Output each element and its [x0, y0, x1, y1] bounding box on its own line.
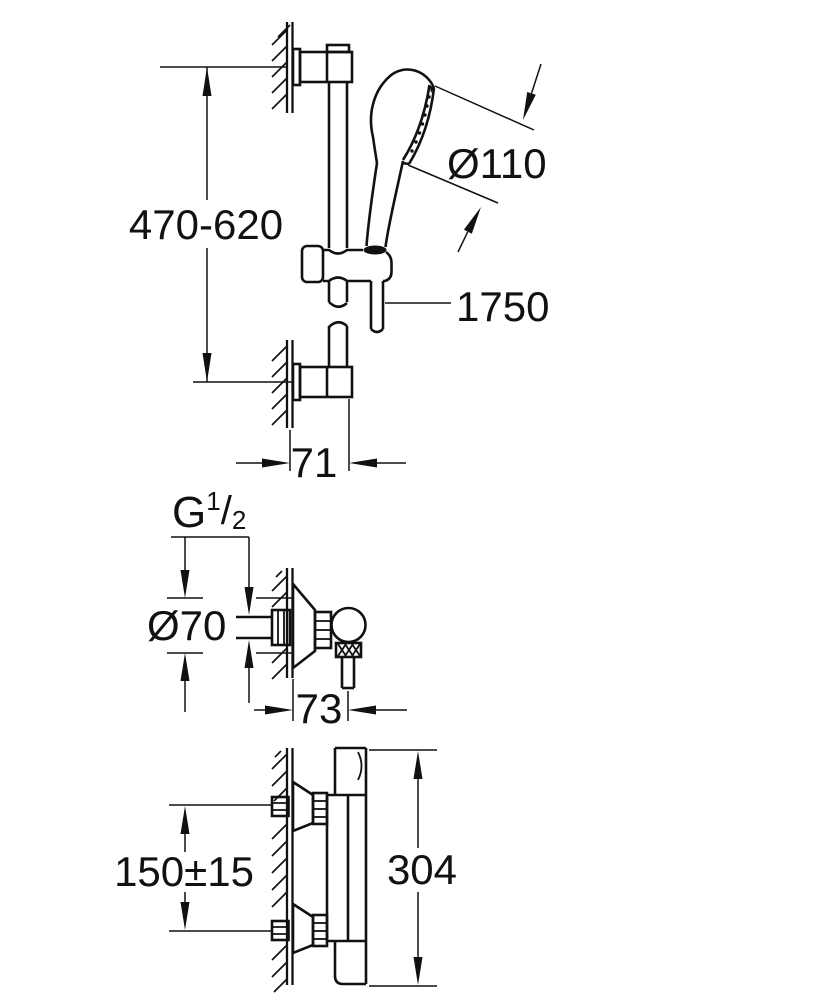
union-knurled-nut [334, 641, 363, 659]
dimension-mixer-height: 304 [369, 749, 457, 987]
union-ball-joint [330, 606, 367, 644]
dimension-inlet-spacing: 150±15 [114, 804, 271, 932]
wall-hatching-middle [271, 570, 288, 680]
dim-label-union-wall-offset: 73 [296, 685, 343, 732]
wall-section-bottom [271, 748, 294, 993]
union-ridged-collar [313, 610, 333, 650]
dimension-hose-length: 1750 [385, 283, 549, 330]
dim-label-escutcheon-diameter: Ø70 [147, 602, 226, 649]
dimension-union-wall-offset: 73 [254, 679, 407, 732]
union-hose-nipple [340, 657, 356, 690]
inlet-union-bottom [270, 901, 329, 955]
wall-hatching-top [271, 24, 291, 110]
shower-rail-bar [327, 82, 349, 367]
dimension-escutcheon-diameter: Ø70 [147, 537, 293, 712]
mixer-body [325, 746, 368, 986]
dim-label-rail-wall-offset: 71 [291, 439, 338, 486]
rail-bracket-bottom [291, 362, 354, 402]
dim-label-head-diameter: Ø110 [447, 140, 547, 187]
inlet-union-top [270, 779, 329, 833]
wall-section-rail-bottom [271, 340, 294, 428]
dim-label-inlet-spacing: 150±15 [114, 848, 254, 895]
handle-end-cap [363, 245, 387, 255]
hand-shower [363, 68, 436, 255]
dimension-rail-height: 470-620 [129, 66, 292, 383]
wall-hatching-rail-bottom [271, 345, 288, 426]
rail-bracket-top [291, 43, 354, 87]
dim-label-mixer-height: 304 [387, 846, 457, 893]
dimension-head-diameter: Ø110 [407, 63, 547, 253]
union-escutcheon-cone [291, 580, 317, 671]
rail-holder [300, 244, 393, 284]
dim-label-thread-size: G1/2 [172, 486, 246, 537]
dimension-thread-size: G1/2 [171, 486, 254, 703]
spray-nozzle-dots [410, 95, 431, 153]
view-wall-union [236, 568, 367, 690]
shower-hose [369, 281, 385, 334]
wall-hatching-bottom [271, 750, 288, 993]
view-shower-rail [271, 22, 436, 428]
dim-label-rail-height: 470-620 [129, 201, 283, 248]
concealed-pipe-connection [236, 608, 292, 647]
dim-label-hose-length: 1750 [456, 283, 549, 330]
view-thermostat-mixer [270, 746, 368, 993]
dimension-rail-wall-offset: 71 [236, 399, 406, 486]
